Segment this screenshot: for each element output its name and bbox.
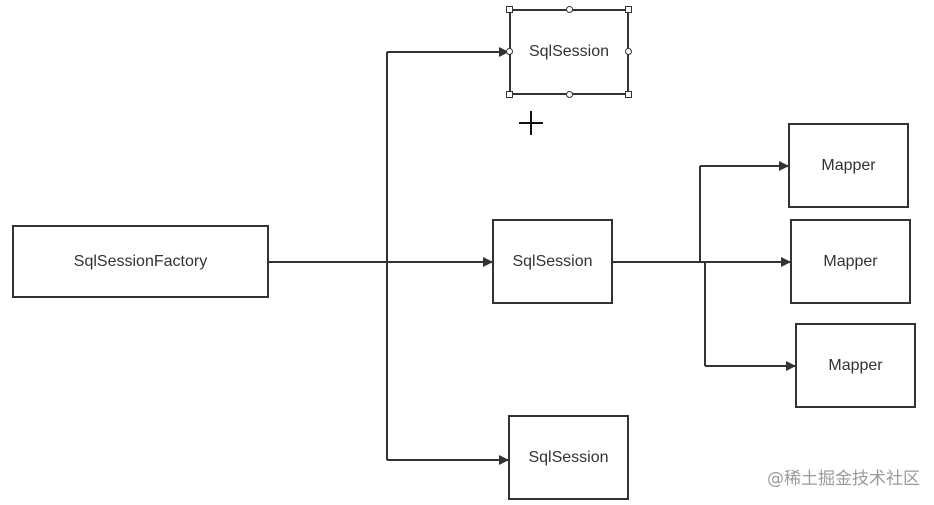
resize-handle-top-right[interactable]: [625, 6, 632, 13]
sqlsession-bottom-node[interactable]: SqlSession: [508, 415, 629, 500]
resize-handle-middle-left[interactable]: [506, 48, 513, 55]
sqlsession-middle-node[interactable]: SqlSession: [492, 219, 613, 304]
mapper-3-label: Mapper: [828, 356, 883, 374]
resize-handle-top-left[interactable]: [506, 6, 513, 13]
resize-handle-bottom-right[interactable]: [625, 91, 632, 98]
sqlsessionfactory-node[interactable]: SqlSessionFactory: [12, 225, 269, 298]
mapper-1-label: Mapper: [821, 156, 876, 174]
mapper-node-2[interactable]: Mapper: [790, 219, 911, 304]
resize-handle-top-center[interactable]: [566, 6, 573, 13]
watermark-text: @稀土掘金技术社区: [767, 469, 920, 489]
sqlsession-top-node[interactable]: SqlSession: [509, 9, 629, 95]
sqlsession-middle-label: SqlSession: [512, 252, 593, 270]
sqlsessionfactory-label: SqlSessionFactory: [73, 252, 208, 270]
crosshair-cursor-icon: [519, 111, 543, 135]
mapper-node-3[interactable]: Mapper: [795, 323, 916, 408]
mapper-2-label: Mapper: [823, 252, 878, 270]
sqlsession-bottom-label: SqlSession: [528, 448, 609, 466]
mapper-node-1[interactable]: Mapper: [788, 123, 909, 208]
resize-handle-middle-right[interactable]: [625, 48, 632, 55]
sqlsession-top-label: SqlSession: [528, 43, 610, 60]
resize-handle-bottom-center[interactable]: [566, 91, 573, 98]
resize-handle-bottom-left[interactable]: [506, 91, 513, 98]
